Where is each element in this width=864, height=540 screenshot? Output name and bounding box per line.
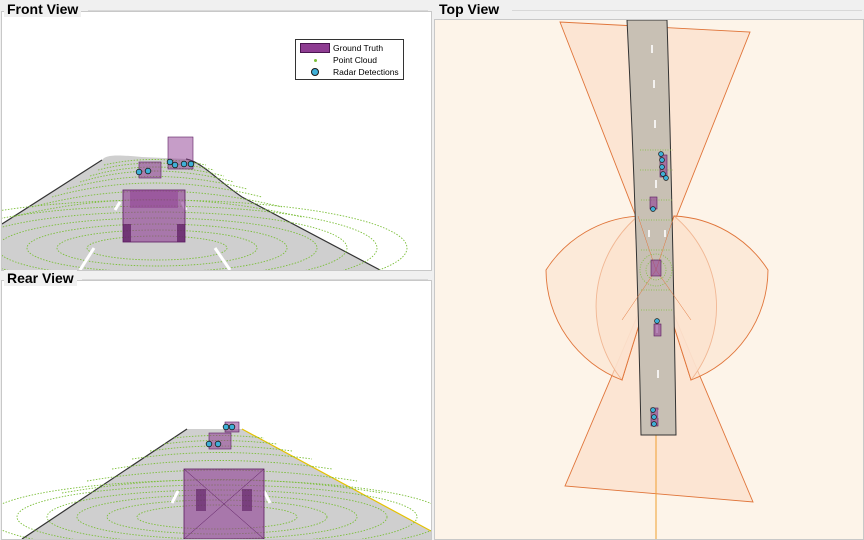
ground-truth-vehicle <box>208 432 232 450</box>
ground-truth-vehicle <box>183 468 265 539</box>
front-view-canvas[interactable]: Ground Truth Point Cloud Radar Detection… <box>1 11 432 271</box>
rear-view-title: Rear View <box>4 270 77 286</box>
radar-detections <box>205 423 236 448</box>
legend-item-radar-detections: Radar Detections <box>300 66 399 78</box>
front-view-plot <box>2 136 408 270</box>
rear-view-canvas[interactable] <box>1 280 432 540</box>
legend: Ground Truth Point Cloud Radar Detection… <box>295 39 404 80</box>
front-view-title: Front View <box>4 1 82 17</box>
rear-view-panel: Rear View <box>0 270 432 540</box>
ground-truth-swatch <box>300 43 330 53</box>
rear-view-plot <box>2 421 431 539</box>
front-view-panel: Front View <box>0 1 432 271</box>
point-cloud <box>639 149 673 311</box>
radar-detections <box>650 151 669 427</box>
top-view-plot <box>545 20 769 539</box>
top-view-panel: Top View <box>432 1 864 540</box>
ego-vehicle <box>650 259 662 277</box>
radar-detection-swatch <box>300 68 330 76</box>
ground-truth-vehicle <box>122 189 186 243</box>
legend-item-ground-truth: Ground Truth <box>300 42 399 54</box>
top-view-title: Top View <box>436 1 503 17</box>
legend-item-point-cloud: Point Cloud <box>300 54 399 66</box>
point-cloud-swatch <box>300 58 330 62</box>
road-surface <box>626 20 677 436</box>
radar-detections <box>135 158 195 176</box>
top-view-canvas[interactable] <box>434 19 864 540</box>
